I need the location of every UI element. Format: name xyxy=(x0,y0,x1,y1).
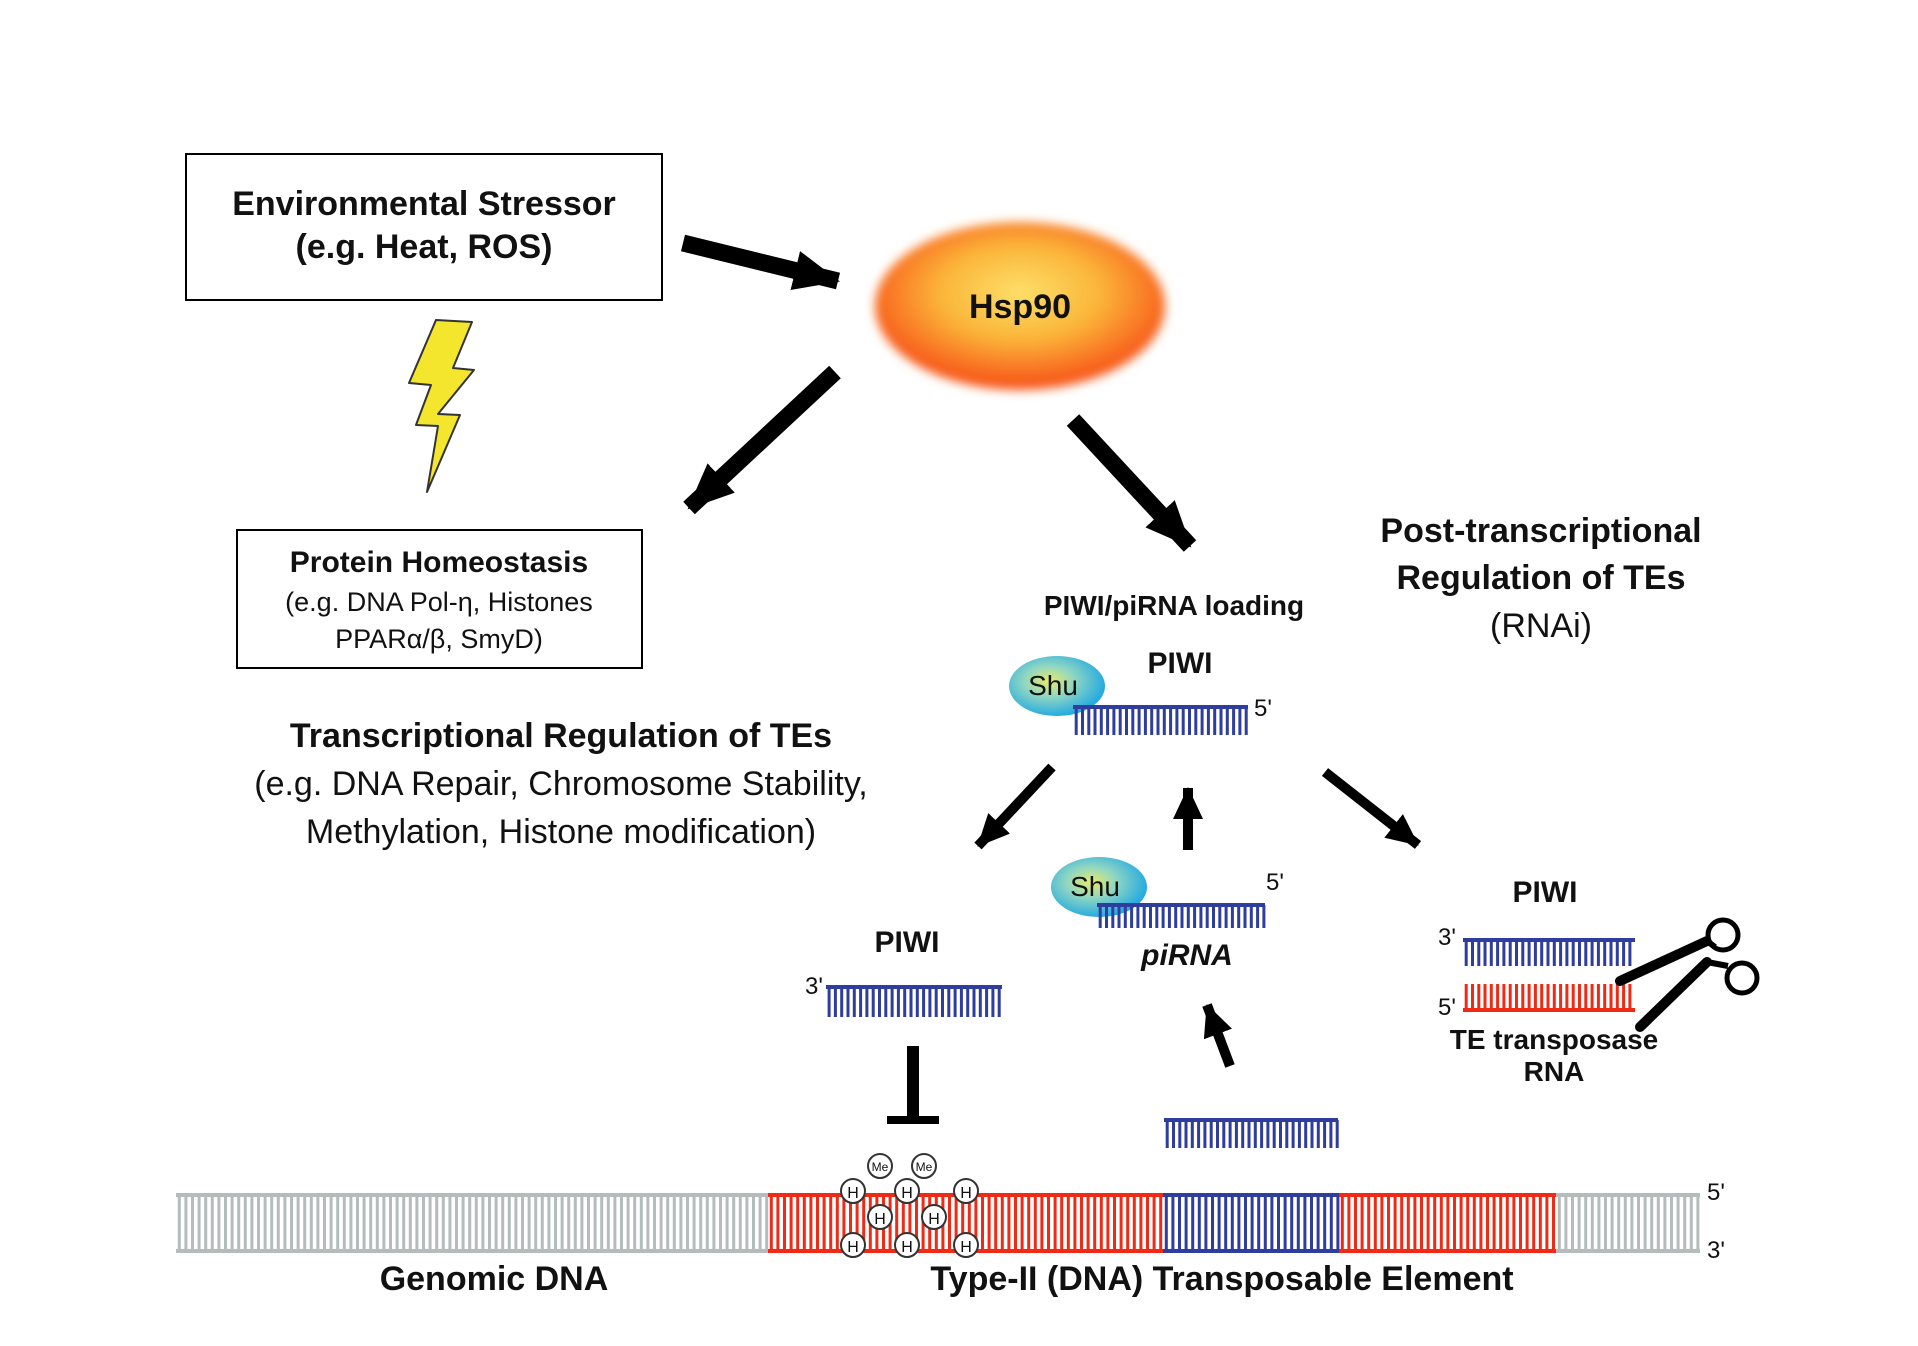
shu-middle-label: Shu xyxy=(1070,871,1120,902)
svg-text:H: H xyxy=(874,1211,886,1228)
arrow-hsp90-to-piwi-loading xyxy=(1066,414,1197,552)
svg-text:H: H xyxy=(847,1185,859,1202)
dna-3prime: 3' xyxy=(1707,1237,1725,1264)
dna-right-gray xyxy=(1556,1193,1700,1253)
svg-text:H: H xyxy=(847,1239,859,1256)
shu-top: Shu xyxy=(1009,656,1105,716)
lightning-bolt-icon xyxy=(408,319,475,493)
shu-middle: Shu xyxy=(1051,857,1147,917)
te-transposase-rna-line2: RNA xyxy=(1524,1056,1585,1087)
histone-mark: H xyxy=(894,1232,920,1258)
arrow-transcript-to-pirna xyxy=(1202,1003,1235,1068)
arrow-stressor-to-hsp90 xyxy=(680,234,841,290)
transcriptional-line2: Methylation, Histone modification) xyxy=(306,813,816,851)
pirna-5prime: 5' xyxy=(1266,869,1284,896)
piwi-left-3prime: 3' xyxy=(805,973,823,1000)
arrow-piwi-to-silencing xyxy=(974,763,1056,850)
histone-mark: H xyxy=(840,1232,866,1258)
piwi-right-duplex xyxy=(1463,938,1635,1012)
arrow-piwi-to-cleavage xyxy=(1321,768,1422,849)
piwi-left-strand xyxy=(826,985,1002,1017)
dna-left-gray xyxy=(176,1193,769,1253)
svg-text:Me: Me xyxy=(872,1160,889,1174)
svg-text:H: H xyxy=(928,1211,940,1228)
svg-text:H: H xyxy=(960,1239,972,1256)
histone-mark: H xyxy=(867,1204,893,1230)
chromatin-marks: H H H H H H H H Me Me xyxy=(840,1153,979,1258)
histone-mark: H xyxy=(894,1178,920,1204)
methyl-mark: Me xyxy=(911,1153,937,1179)
stressor-title: Environmental Stressor xyxy=(232,185,616,223)
svg-text:Me: Me xyxy=(916,1160,933,1174)
histone-mark: H xyxy=(953,1178,979,1204)
piwi-right-label: PIWI xyxy=(1513,876,1578,909)
stressor-box: Environmental Stressor (e.g. Heat, ROS) xyxy=(185,153,663,301)
histone-mark: H xyxy=(840,1178,866,1204)
te-transcript-strand xyxy=(1164,1118,1339,1148)
stressor-example: (e.g. Heat, ROS) xyxy=(296,228,553,266)
piwi-loading-label: PIWI/piRNA loading xyxy=(1044,590,1304,621)
dna-te-red-right xyxy=(1339,1193,1556,1253)
piwi-top-strand xyxy=(1073,705,1248,735)
hsp90-label: Hsp90 xyxy=(969,288,1071,326)
post-transcriptional-line1: Post-transcriptional xyxy=(1380,512,1701,550)
post-transcriptional-line2: Regulation of TEs xyxy=(1397,559,1686,597)
te-transposase-rna-line1: TE transposase xyxy=(1450,1024,1659,1055)
hsp90-node: Hsp90 xyxy=(875,222,1165,390)
piwi-top-5prime: 5' xyxy=(1254,695,1272,722)
shu-top-label: Shu xyxy=(1028,670,1078,701)
genomic-dna-label: Genomic DNA xyxy=(380,1260,609,1298)
svg-text:H: H xyxy=(901,1185,913,1202)
piwi-left-label: PIWI xyxy=(875,926,940,959)
transcriptional-title: Transcriptional Regulation of TEs xyxy=(290,717,832,755)
inhibition-symbol xyxy=(887,1046,939,1124)
scissors-icon xyxy=(1615,917,1760,1032)
piwi-top-label: PIWI xyxy=(1148,647,1213,680)
piwi-right-3prime: 3' xyxy=(1438,924,1456,951)
methyl-mark: Me xyxy=(867,1153,893,1179)
homeostasis-box: Protein Homeostasis (e.g. DNA Pol-η, His… xyxy=(236,529,643,669)
svg-text:H: H xyxy=(901,1239,913,1256)
transposable-element-label: Type-II (DNA) Transposable Element xyxy=(930,1260,1513,1298)
pirna-label: piRNA xyxy=(1140,939,1233,972)
histone-mark: H xyxy=(953,1232,979,1258)
post-transcriptional-line3: (RNAi) xyxy=(1490,607,1592,645)
dna-5prime: 5' xyxy=(1707,1179,1725,1206)
arrow-hsp90-to-homeostasis xyxy=(683,365,841,515)
svg-text:H: H xyxy=(960,1185,972,1202)
homeostasis-line1: (e.g. DNA Pol-η, Histones xyxy=(285,587,593,617)
piwi-right-5prime: 5' xyxy=(1438,994,1456,1021)
pirna-strand xyxy=(1097,903,1266,928)
dna-te-blue xyxy=(1163,1193,1340,1253)
homeostasis-line2: PPARα/β, SmyD) xyxy=(335,624,543,654)
homeostasis-title: Protein Homeostasis xyxy=(290,546,588,579)
transcriptional-line1: (e.g. DNA Repair, Chromosome Stability, xyxy=(254,765,868,803)
histone-mark: H xyxy=(921,1204,947,1230)
